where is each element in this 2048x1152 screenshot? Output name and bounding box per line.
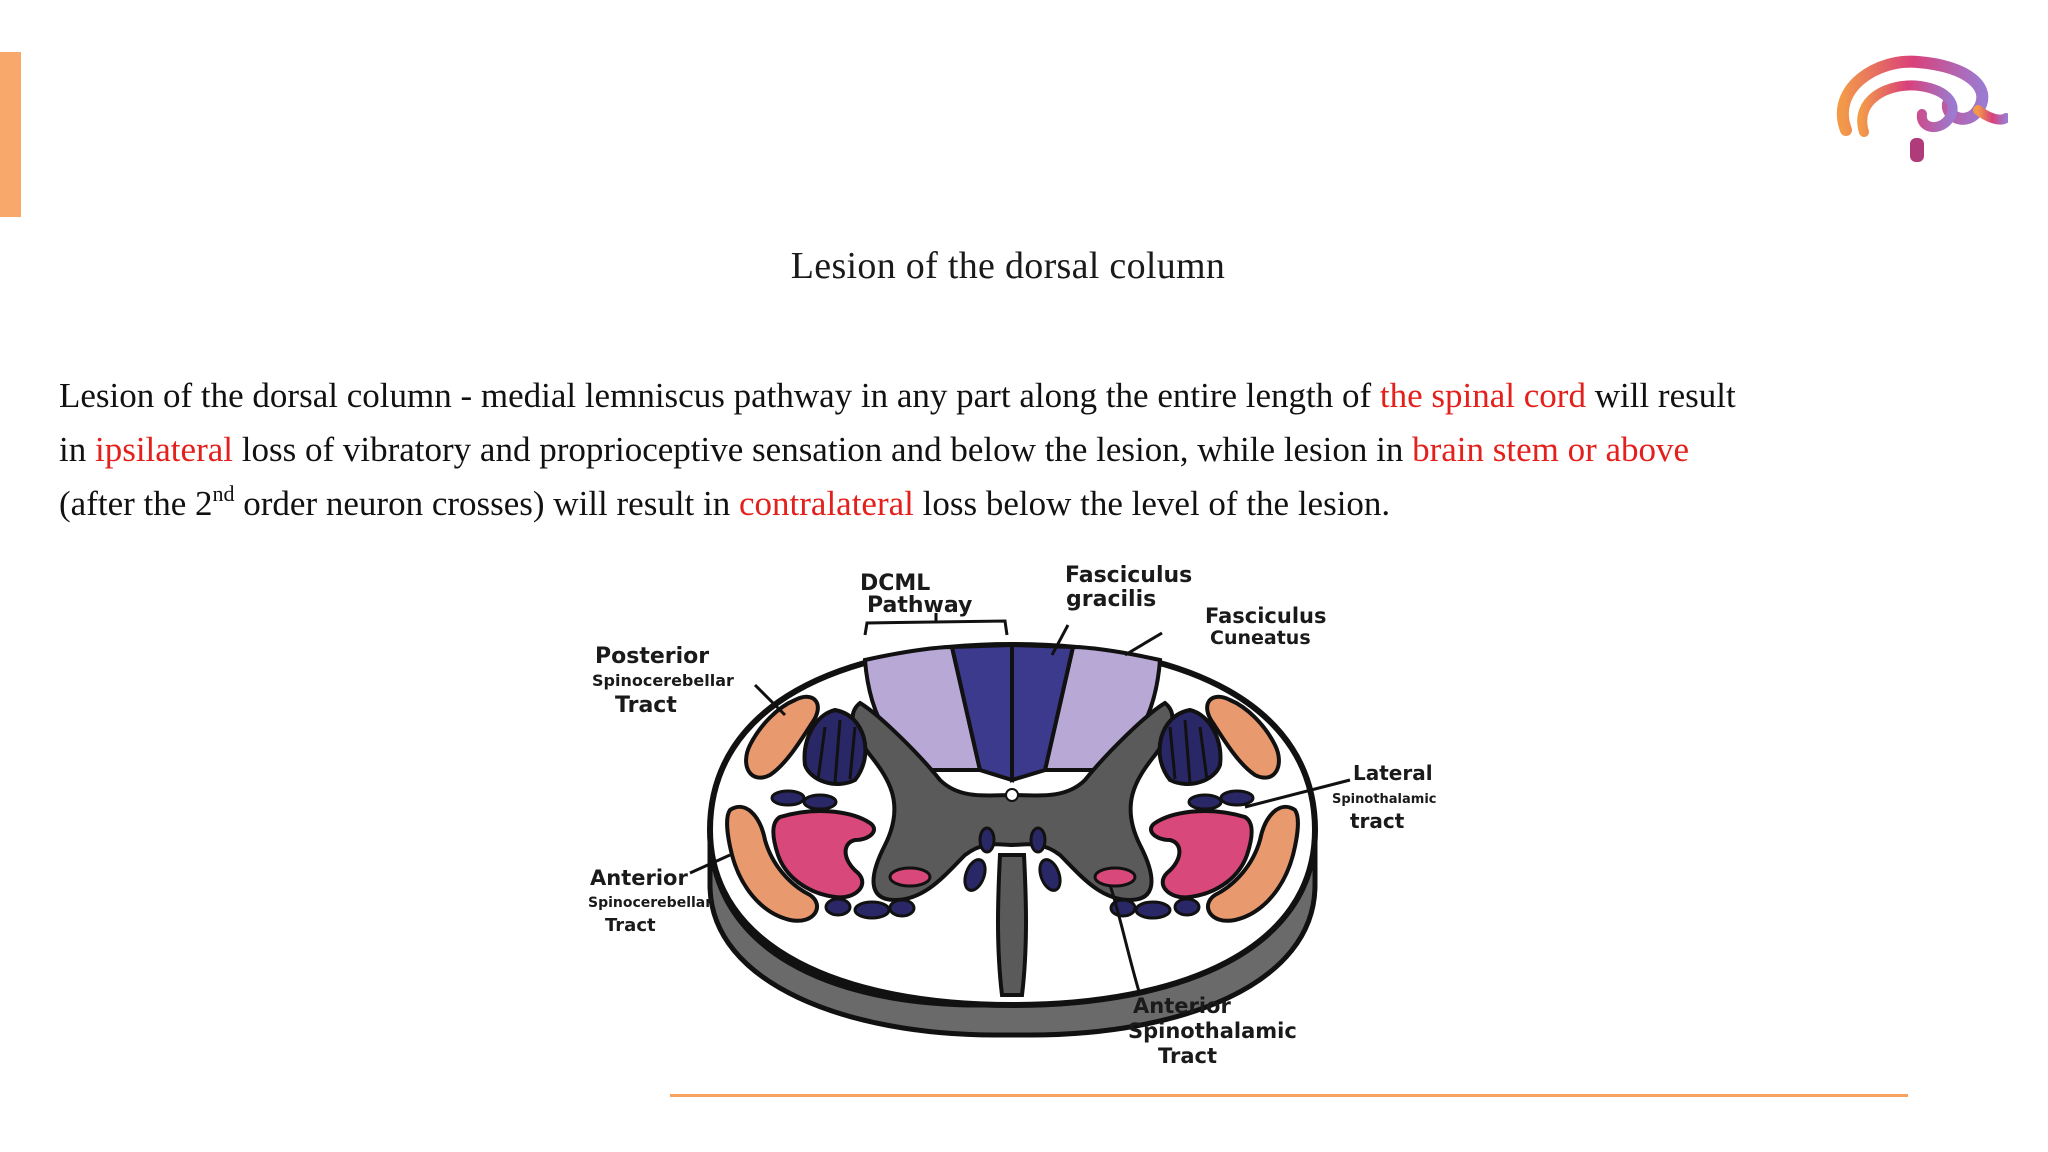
motor-tracts-small <box>770 789 1255 920</box>
label-tract: tract <box>1350 809 1405 833</box>
corticospinal-stripes <box>816 719 1209 784</box>
highlight-brain-stem: brain stem or above <box>1412 430 1690 469</box>
label-tract: Tract <box>615 693 677 718</box>
central-canal <box>1005 788 1019 802</box>
accent-bar <box>0 52 21 217</box>
label-posterior: Posterior <box>595 644 709 669</box>
footer-divider <box>670 1094 1908 1097</box>
anterior-median-fissure <box>996 853 1028 997</box>
label-lateral: Lateral <box>1353 761 1433 785</box>
spinal-cord-diagram: DCML Pathway Fasciculus gracilis Fascicu… <box>588 563 1437 1068</box>
label-anterior: Anterior <box>1133 994 1231 1018</box>
highlight-ipsilateral: ipsilateral <box>94 430 233 469</box>
label-fasciculus-cuneatus: Fasciculus <box>1205 604 1326 628</box>
label-cuneatus: Cuneatus <box>1210 627 1311 649</box>
text-run: Lesion of the dorsal column - medial lem… <box>59 376 1380 415</box>
text-run: loss below the level of the lesion. <box>913 484 1391 523</box>
text-run: order neuron crosses) will result in <box>234 484 739 523</box>
text-run: will result <box>1585 376 1736 415</box>
leader-lines <box>689 613 1351 996</box>
paragraph-line-3: (after the 2nd order neuron crosses) wil… <box>59 477 2019 531</box>
label-spinothalamic: Spinothalamic <box>1128 1019 1297 1043</box>
lateral-spinothalamic-left <box>771 809 876 900</box>
paragraph-line-2: in ipsilateral loss of vibratory and pro… <box>59 423 2019 477</box>
highlight-spinal-cord: the spinal cord <box>1379 376 1586 415</box>
text-run: (after the 2 <box>59 484 213 523</box>
label-dcml: DCML <box>860 571 930 596</box>
posterior-spinocerebellar-left <box>744 694 820 780</box>
anterior-spinocerebellar-left <box>725 804 820 923</box>
label-pathway: Pathway <box>867 593 972 618</box>
lateral-spinothalamic-right <box>1149 809 1254 900</box>
label-fasciculus-gracilis: Fasciculus <box>1065 563 1192 588</box>
anterior-spinocerebellar-right <box>1205 804 1300 923</box>
highlight-contralateral: contralateral <box>739 484 914 523</box>
label-gracilis: gracilis <box>1066 587 1156 612</box>
label-spinocerebellar: Spinocerebellar <box>588 895 712 911</box>
text-run: loss of vibratory and proprioceptive sen… <box>233 430 1413 469</box>
text-run: in <box>59 430 95 469</box>
label-tract: Tract <box>605 915 656 936</box>
label-spinocerebellar: Spinocerebellar <box>592 671 734 690</box>
body-paragraph: Lesion of the dorsal column - medial lem… <box>59 369 2019 531</box>
label-tract: Tract <box>1158 1044 1217 1068</box>
label-spinothalamic: Spinothalamic <box>1332 792 1437 807</box>
slide-title: Lesion of the dorsal column <box>790 245 1226 287</box>
label-anterior: Anterior <box>590 866 688 890</box>
anterior-spinothalamic-left <box>888 866 932 888</box>
brand-logo-icon <box>1837 55 2008 162</box>
posterior-spinocerebellar-right <box>1205 694 1281 780</box>
paragraph-line-1: Lesion of the dorsal column - medial lem… <box>59 369 2019 423</box>
anterior-spinothalamic-right <box>1093 866 1137 888</box>
fasciculus-gracilis-right <box>1010 642 1076 783</box>
superscript: nd <box>212 481 235 506</box>
